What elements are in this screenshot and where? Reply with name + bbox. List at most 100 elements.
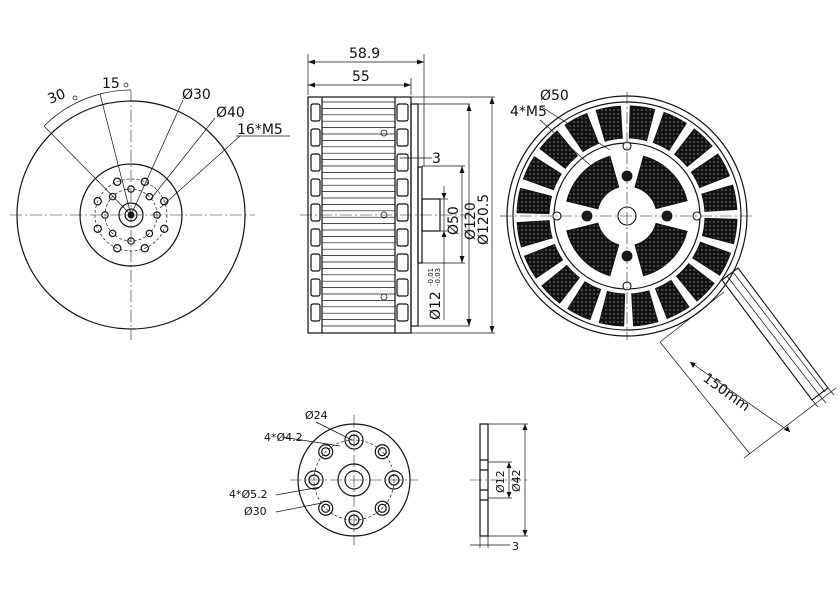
length-58-9-label: 58.9 bbox=[349, 46, 380, 62]
adapter-small-hole bbox=[318, 500, 334, 516]
front-outer-hole bbox=[160, 224, 169, 233]
adapter-dia-24-label: Ø24 bbox=[305, 409, 328, 422]
front-outer-hole bbox=[113, 244, 122, 253]
side-slot-left bbox=[310, 103, 321, 122]
adapter-small-hole bbox=[374, 444, 390, 460]
adapter-large-hole bbox=[384, 470, 404, 490]
front-shaft-circle bbox=[118, 202, 144, 228]
rear-outer-window bbox=[567, 281, 602, 321]
rear-inner-window bbox=[634, 155, 688, 210]
adapter-small-hole-inner bbox=[377, 447, 387, 457]
rear-outer-window bbox=[701, 184, 738, 212]
rear-outer-window bbox=[516, 187, 553, 215]
front-dia-30-label: Ø30 bbox=[182, 87, 211, 103]
adapter-thickness-label: 3 bbox=[512, 540, 519, 553]
adapter-large-hole bbox=[344, 430, 364, 450]
rear-outer-window bbox=[522, 156, 562, 191]
rear-inner-window bbox=[634, 222, 688, 277]
rear-outer-window bbox=[631, 290, 659, 327]
adapter-holes-42-label: 4*Ø4.2 bbox=[264, 431, 303, 444]
adapter-small-hole bbox=[374, 500, 390, 516]
adapter-center-hole bbox=[337, 463, 371, 497]
rear-outer-window bbox=[701, 217, 738, 245]
adapter-large-hole-inner bbox=[388, 474, 400, 486]
front-inner-hole bbox=[101, 211, 109, 219]
side-slots bbox=[310, 103, 409, 322]
front-outer-hole bbox=[140, 244, 149, 253]
rear-outer-window bbox=[628, 105, 656, 142]
front-holes-label: 16*M5 bbox=[237, 122, 283, 138]
adapter-large-hole-inner bbox=[308, 474, 320, 486]
adapter-hole-pattern bbox=[304, 430, 404, 530]
rear-outer-window bbox=[595, 105, 623, 142]
side-slot-left bbox=[310, 153, 321, 172]
side-fins bbox=[322, 101, 395, 327]
front-outer-hole bbox=[113, 177, 122, 186]
side-slot-right bbox=[396, 128, 409, 147]
rear-dia-50-label: Ø50 bbox=[540, 88, 569, 104]
rear-outer-window bbox=[516, 220, 553, 248]
side-slot-left bbox=[310, 228, 321, 247]
side-view: 58.9 55 3 Ø50 Ø120 Ø120.5 Ø12 -0.01 -0.0… bbox=[300, 46, 495, 334]
adapter-large-hole-inner bbox=[348, 434, 360, 446]
side-slot-right bbox=[396, 153, 409, 172]
side-slot-left bbox=[310, 253, 321, 272]
side-slot-left bbox=[310, 178, 321, 197]
side-dia-120-label: Ø120 bbox=[463, 202, 479, 240]
side-slot-left bbox=[310, 128, 321, 147]
rear-outer-window bbox=[541, 264, 580, 304]
rear-view: 150mm Ø50 4*M5 bbox=[500, 88, 837, 459]
rear-inner-window bbox=[566, 155, 620, 210]
front-inner-hole bbox=[127, 237, 135, 245]
adapter-holes-52-label: 4*Ø5.2 bbox=[229, 488, 268, 501]
rear-outer-window bbox=[598, 290, 626, 327]
side-slot-left bbox=[310, 203, 321, 222]
adapter-large-hole bbox=[344, 510, 364, 530]
front-hole-pattern bbox=[93, 177, 169, 253]
tol-lower-label: -0.03 bbox=[434, 268, 442, 286]
front-outer-hole bbox=[93, 224, 102, 233]
front-outer-hole bbox=[93, 197, 102, 206]
side-slot-right bbox=[396, 253, 409, 272]
adapter-small-hole-inner bbox=[321, 503, 331, 513]
angle-30-label: 30 bbox=[46, 86, 69, 108]
side-dia-120-5-label: Ø120.5 bbox=[476, 194, 492, 245]
shaft-dia-label: Ø12 bbox=[428, 291, 444, 320]
side-slot-right bbox=[396, 203, 409, 222]
rear-outer-window bbox=[675, 263, 715, 302]
adapter-dia-12-label: Ø12 bbox=[494, 470, 507, 493]
front-inner-hole bbox=[108, 192, 117, 201]
rear-outer-window bbox=[654, 279, 690, 320]
side-slot-right bbox=[396, 103, 409, 122]
step-3-label: 3 bbox=[432, 151, 441, 167]
side-slot-right bbox=[396, 303, 409, 322]
rear-outer-window bbox=[674, 128, 713, 168]
rear-outer-window bbox=[652, 111, 687, 151]
cable: 150mm bbox=[659, 267, 837, 459]
rear-inner-window bbox=[566, 222, 620, 277]
adapter-small-hole bbox=[318, 444, 334, 460]
side-slot-right bbox=[396, 278, 409, 297]
front-inner-hole bbox=[153, 211, 161, 219]
length-55-label: 55 bbox=[352, 69, 370, 85]
cable-length-label: 150mm bbox=[700, 370, 753, 415]
adapter-front-view: Ø24 4*Ø4.2 4*Ø5.2 Ø30 bbox=[229, 409, 418, 545]
front-inner-hole bbox=[127, 185, 135, 193]
side-slot-right bbox=[396, 178, 409, 197]
rear-outer-window bbox=[523, 243, 564, 279]
side-slot-left bbox=[310, 278, 321, 297]
rear-outer-window bbox=[539, 130, 579, 169]
adapter-small-hole-inner bbox=[377, 503, 387, 513]
adapter-side-view: Ø12 Ø42 3 bbox=[470, 423, 530, 553]
side-slot-right bbox=[396, 228, 409, 247]
angle-15-label: 15 bbox=[102, 76, 120, 92]
adapter-large-hole bbox=[304, 470, 324, 490]
adapter-dia-42-label: Ø42 bbox=[510, 469, 523, 492]
front-view: 30 15 Ø30 Ø40 16*M5 bbox=[10, 76, 290, 340]
front-hub-circle bbox=[79, 163, 183, 267]
rear-outer-window bbox=[690, 153, 731, 189]
side-slot-left bbox=[310, 303, 321, 322]
adapter-dia-30-label: Ø30 bbox=[244, 505, 267, 518]
front-inner-hole bbox=[145, 229, 154, 238]
